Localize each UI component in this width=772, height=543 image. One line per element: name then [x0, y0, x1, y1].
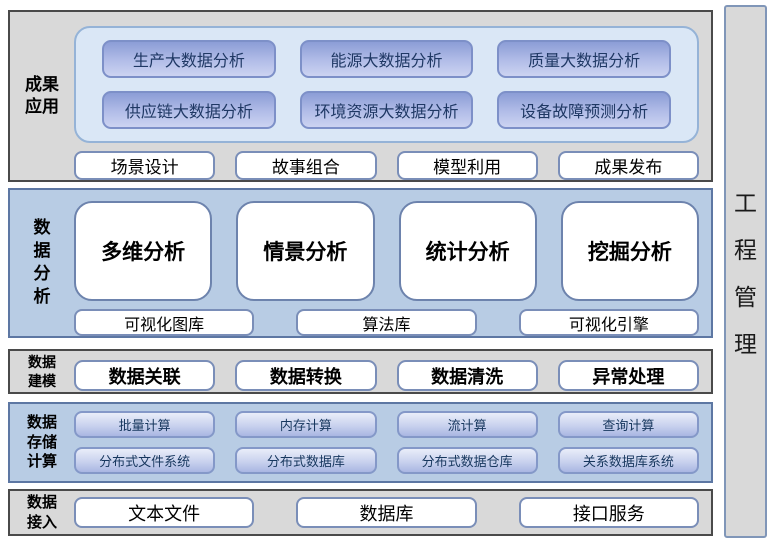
box-scenario-analysis: 情景分析 [236, 201, 375, 301]
band-analysis-content: 多维分析 情景分析 统计分析 挖掘分析 可视化图库 算法库 可视化引擎 [74, 190, 711, 336]
band-label-line: 建模 [28, 372, 56, 389]
box-results-publishing: 成果发布 [557, 151, 699, 180]
box-story-composition: 故事组合 [235, 151, 377, 180]
band-results-label: 成果 应用 [10, 12, 74, 180]
band-label-char: 数 [33, 218, 51, 238]
box-database: 数据库 [296, 497, 477, 528]
band-data-modeling: 数据 建模 数据关联 数据转换 数据清洗 异常处理 [8, 349, 713, 394]
box-scene-design: 场景设计 [74, 151, 216, 180]
band-label-line: 应用 [25, 97, 59, 116]
app-chip-energy: 能源大数据分析 [299, 40, 474, 78]
band-data-analysis: 数 据 分 析 多维分析 情景分析 统计分析 挖掘分析 可视化图库 算法库 可视… [8, 188, 713, 338]
band-analysis-label: 数 据 分 析 [10, 190, 74, 336]
band-results-application: 成果 应用 生产大数据分析 能源大数据分析 质量大数据分析 供应链大数据分析 环… [8, 10, 713, 182]
band-label-line: 计算 [26, 453, 57, 471]
box-interface-services: 接口服务 [518, 497, 699, 528]
band-access-label: 数据 接入 [10, 491, 74, 534]
band-data-access: 数据 接入 文本文件 数据库 接口服务 [8, 489, 713, 536]
band-label-line: 存储 [26, 433, 57, 451]
sidebar-char: 工 [734, 190, 757, 216]
app-chip-production: 生产大数据分析 [102, 40, 276, 78]
box-visualization-engine: 可视化引擎 [518, 309, 699, 336]
band-storage-label: 数据 存储 计算 [10, 404, 74, 481]
chip-batch-computing: 批量计算 [74, 411, 216, 438]
chip-distributed-data-warehouse: 分布式数据仓库 [396, 447, 538, 474]
box-mining-analysis: 挖掘分析 [560, 201, 699, 301]
box-statistical-analysis: 统计分析 [398, 201, 537, 301]
analysis-modules-row: 多维分析 情景分析 统计分析 挖掘分析 [74, 201, 699, 301]
chip-query-computing: 查询计算 [557, 411, 699, 438]
band-label-char: 分 [33, 264, 51, 283]
band-storage-content: 批量计算 内存计算 流计算 查询计算 分布式文件系统 分布式数据库 分布式数据仓… [74, 404, 711, 481]
band-modeling-label: 数据 建模 [10, 351, 74, 392]
box-text-files: 文本文件 [74, 497, 255, 528]
band-label-line: 成果 [25, 74, 59, 94]
band-modeling-content: 数据关联 数据转换 数据清洗 异常处理 [74, 351, 711, 392]
band-label-line: 数据 [26, 414, 57, 432]
box-model-utilization: 模型利用 [396, 151, 538, 180]
box-data-transformation: 数据转换 [235, 360, 377, 391]
band-label-char: 据 [33, 241, 51, 261]
band-label-line: 接入 [26, 513, 57, 531]
band-label-line: 数据 [26, 494, 57, 511]
box-algorithm-library: 算法库 [296, 309, 477, 336]
analysis-apps-panel: 生产大数据分析 能源大数据分析 质量大数据分析 供应链大数据分析 环境资源大数据… [74, 26, 699, 143]
band-access-content: 文本文件 数据库 接口服务 [74, 491, 711, 534]
chip-in-memory-computing: 内存计算 [235, 411, 377, 438]
analysis-libraries-row: 可视化图库 算法库 可视化引擎 [74, 309, 699, 336]
chip-stream-computing: 流计算 [396, 411, 538, 438]
box-multidimensional-analysis: 多维分析 [74, 201, 213, 301]
app-chip-supply-chain: 供应链大数据分析 [102, 91, 276, 129]
sidebar-char: 程 [734, 237, 757, 263]
app-chip-fault-prediction: 设备故障预测分析 [497, 91, 671, 129]
band-label-char: 析 [33, 286, 51, 306]
band-data-storage-computing: 数据 存储 计算 批量计算 内存计算 流计算 查询计算 分布式文件系统 分布式数… [8, 402, 713, 483]
modeling-row: 数据关联 数据转换 数据清洗 异常处理 [74, 360, 699, 391]
app-chip-environment: 环境资源大数据分析 [299, 91, 474, 129]
chip-distributed-file-system: 分布式文件系统 [74, 447, 216, 474]
box-data-cleansing: 数据清洗 [396, 360, 538, 391]
storage-row: 分布式文件系统 分布式数据库 分布式数据仓库 关系数据库系统 [74, 447, 699, 474]
band-label-line: 数据 [28, 354, 56, 371]
chip-relational-database-system: 关系数据库系统 [557, 447, 699, 474]
sidebar-char: 理 [734, 331, 757, 357]
computing-row: 批量计算 内存计算 流计算 查询计算 [74, 411, 699, 438]
chip-distributed-database: 分布式数据库 [235, 447, 377, 474]
box-data-association: 数据关联 [74, 360, 216, 391]
app-chip-quality: 质量大数据分析 [497, 40, 671, 78]
project-management-sidebar: 工 程 管 理 [724, 5, 767, 538]
band-results-content: 生产大数据分析 能源大数据分析 质量大数据分析 供应链大数据分析 环境资源大数据… [74, 12, 711, 180]
results-function-row: 场景设计 故事组合 模型利用 成果发布 [74, 151, 699, 180]
box-exception-handling: 异常处理 [557, 360, 699, 391]
access-row: 文本文件 数据库 接口服务 [74, 497, 699, 528]
box-visualization-gallery: 可视化图库 [74, 309, 255, 336]
sidebar-char: 管 [734, 284, 757, 310]
